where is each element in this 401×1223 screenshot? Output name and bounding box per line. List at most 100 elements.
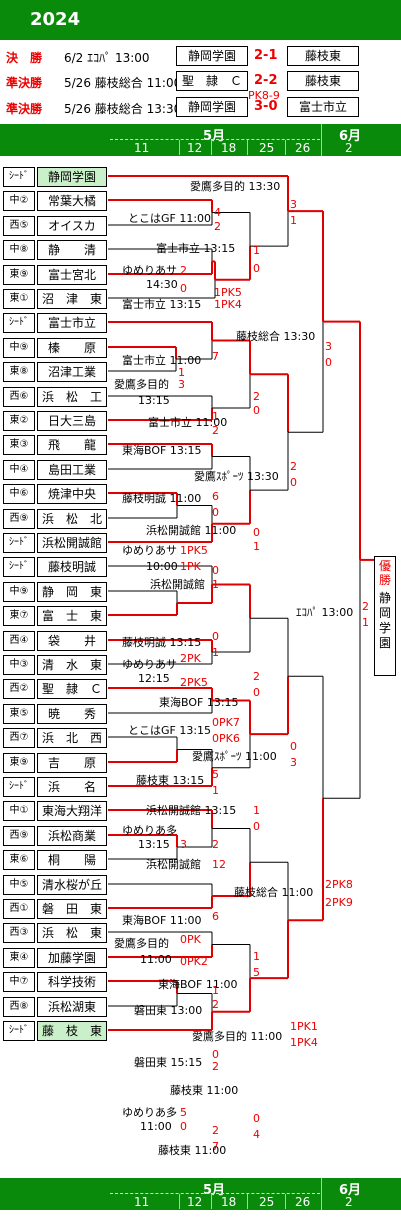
team-seed: 東④ (3, 948, 35, 968)
team-seed: 中④ (3, 460, 35, 480)
match-annotation: 富士市立 11:00 (148, 416, 228, 429)
match-annotation: 東海BOF 13:15 (122, 444, 202, 457)
match-score: 2-2 (254, 73, 278, 88)
team-name: 飛 龍 (37, 435, 107, 455)
day-label: 2 (345, 1195, 353, 1209)
match-date: 5/26 (64, 102, 91, 116)
team-seed: 西① (3, 899, 35, 919)
match-annotation: 藤枝明誠 13:15 (122, 636, 202, 649)
day-separator (285, 1194, 286, 1209)
team-name: 沼 津 東 (37, 289, 107, 309)
match-score: 0PK7 (212, 716, 240, 729)
team-seed: 西⑨ (3, 509, 35, 529)
match-score: 0 (253, 686, 260, 699)
team-name: 加藤学園 (37, 948, 107, 968)
match-annotation: 浜松開誠館 13:15 (146, 804, 237, 817)
team-name: 藤枝明誠 (37, 557, 107, 577)
team-name: 静 岡 東 (37, 582, 107, 602)
team-name: 桐 陽 (37, 850, 107, 870)
team-seed: 中② (3, 191, 35, 211)
match-team-2: 藤枝東 (287, 71, 359, 91)
match-annotation: とこはGF 11:00 (128, 212, 212, 225)
match-score: 2 (253, 390, 260, 403)
team-name: 藤 枝 東 (37, 1021, 107, 1041)
match-score: 2 (290, 460, 297, 473)
match-score: 2 (253, 670, 260, 683)
team-seed: 東⑥ (3, 850, 35, 870)
team-seed: ｼｰﾄﾞ (3, 1021, 35, 1041)
match-score: 12 (212, 858, 226, 871)
champion-box: 優勝 静岡学園 (374, 556, 396, 676)
match-score: 2PK9 (325, 896, 353, 909)
match-score: 2 (362, 600, 369, 613)
match-annotation: 富士市立 13:15 (122, 298, 202, 311)
match-score: 1PK (180, 560, 201, 573)
match-score: 1 (290, 214, 297, 227)
title-bar: 2024 (0, 0, 401, 40)
match-annotation: 10:00 (146, 560, 178, 573)
match-score: 2 (212, 1124, 219, 1137)
champion-team: 静岡学園 (378, 591, 391, 650)
team-seed: 中① (3, 801, 35, 821)
match-score: 1 (253, 950, 260, 963)
match-annotation: 磐田東 15:15 (134, 1056, 203, 1069)
match-score: 7 (212, 1140, 219, 1153)
match-annotation: ｴｺﾊﾟ 13:00 (296, 606, 354, 619)
team-name: 東海大翔洋 (37, 801, 107, 821)
match-score: 1PK1 (290, 1020, 318, 1033)
match-score: 0 (253, 526, 260, 539)
match-score: 0 (253, 1112, 260, 1125)
team-name: 聖 隷 Ｃ (37, 679, 107, 699)
team-name: 常葉大橘 (37, 191, 107, 211)
day-separator (247, 140, 248, 155)
team-seed: 東② (3, 411, 35, 431)
team-seed: 中⑨ (3, 338, 35, 358)
team-seed: 西⑨ (3, 826, 35, 846)
match-time: 13:00 (114, 51, 150, 65)
match-annotation: 11:00 (140, 953, 172, 966)
day-label: 25 (259, 141, 275, 155)
team-name: 静 清 (37, 240, 107, 260)
match-score: 5 (212, 768, 219, 781)
month-may: 5月 (203, 129, 226, 144)
team-name: 静岡学園 (37, 167, 107, 187)
match-score: 0 (180, 282, 187, 295)
day-label: 18 (221, 1195, 237, 1209)
team-seed: 中⑦ (3, 972, 35, 992)
match-annotation: 愛鷹多目的 (114, 937, 169, 950)
team-seed: 東⑤ (3, 704, 35, 724)
match-score: 1 (212, 578, 219, 591)
match-score: 3 (290, 756, 297, 769)
day-separator (179, 140, 180, 155)
team-seed: ｼｰﾄﾞ (3, 313, 35, 333)
day-separator (211, 1194, 212, 1209)
match-score: 4 (214, 206, 221, 219)
match-score: 3-0 (254, 99, 278, 114)
match-annotation: 12:15 (138, 672, 170, 685)
team-name: 浜松商業 (37, 826, 107, 846)
match-annotation: 浜松開誠館 11:00 (146, 524, 237, 537)
match-annotation: 藤枝明誠 11:00 (122, 492, 202, 505)
match-score: 2 (180, 264, 187, 277)
match-annotation: 藤枝東 11:00 (170, 1084, 239, 1097)
team-name: 富士宮北 (37, 265, 107, 285)
team-name: 榛 原 (37, 338, 107, 358)
match-score: 0 (253, 262, 260, 275)
match-annotation: 磐田東 13:00 (134, 1004, 203, 1017)
day-separator (179, 1194, 180, 1209)
month-june: 6月 (339, 1183, 362, 1198)
match-score: 1 (253, 804, 260, 817)
month-june: 6月 (339, 129, 362, 144)
match-score: 0 (212, 1048, 219, 1061)
team-seed: ｼｰﾄﾞ (3, 167, 35, 187)
team-seed: 中⑥ (3, 484, 35, 504)
match-annotation: 13:15 (138, 838, 170, 851)
match-team-1: 静岡学園 (176, 46, 248, 66)
match-score: 2-1 (254, 48, 278, 63)
match-annotation: 富士市立 13:15 (156, 242, 236, 255)
day-label: 12 (187, 141, 203, 155)
date-header-bottom: 5月 6月 11 12 18 25 26 2 (0, 1178, 401, 1210)
team-seed: 東⑨ (3, 753, 35, 773)
